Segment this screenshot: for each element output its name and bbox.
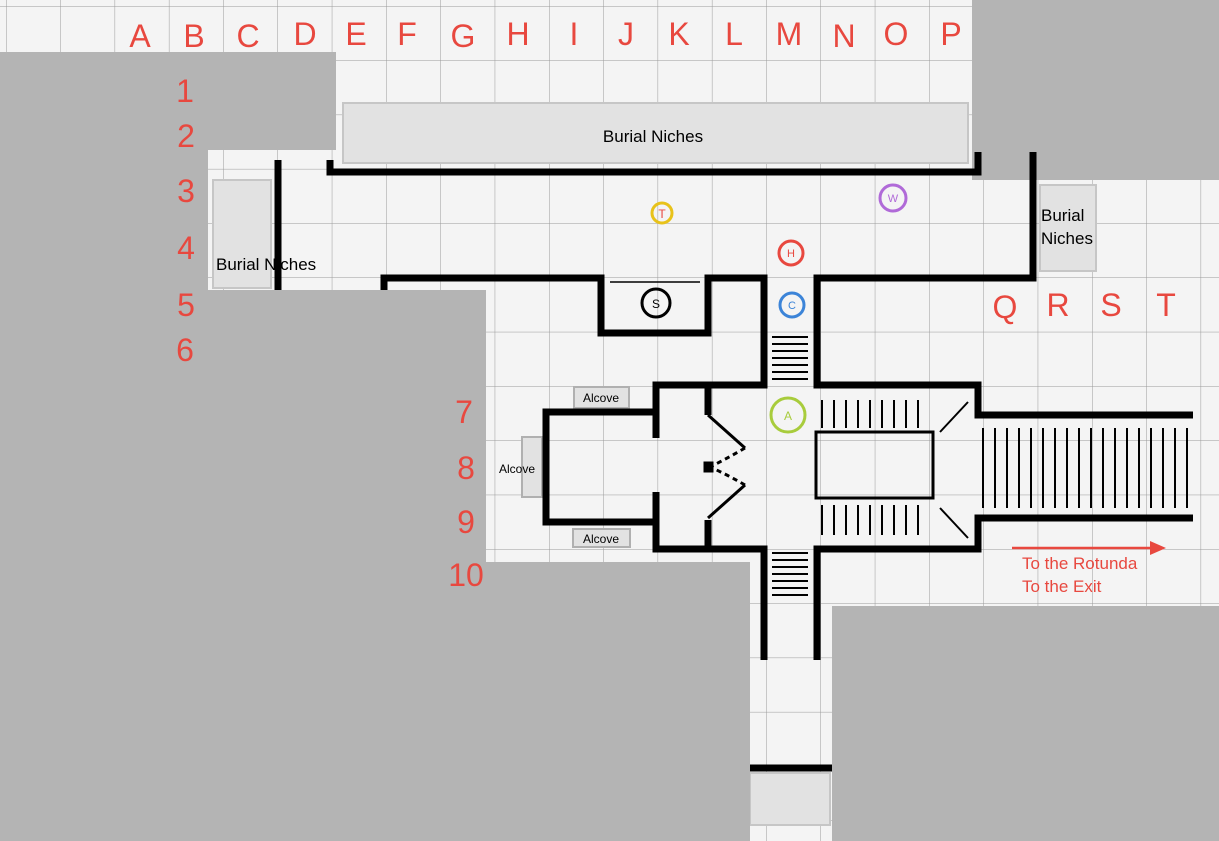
double-door (703, 413, 746, 520)
marker-C: C (778, 291, 806, 319)
col-label-D: D (293, 16, 316, 52)
row-label-2-overlay: 2 (177, 118, 195, 154)
alcove-top-label: Alcove (583, 391, 619, 405)
to-rotunda-label: To the Rotunda (1022, 554, 1138, 573)
col-label-I: I (570, 16, 579, 52)
arrow-to-rotunda (1012, 541, 1166, 555)
col-label-N: N (832, 18, 855, 54)
row-label-4-overlay: 4 (177, 230, 195, 266)
stairs-east-corridor (982, 428, 1188, 508)
row-label-6-overlay: 6 (176, 332, 194, 368)
to-exit-label: To the Exit (1022, 577, 1102, 596)
col-label-O: O (884, 16, 909, 52)
stairs-south (772, 552, 808, 596)
alcove-bottom-label: Alcove (583, 532, 619, 546)
col-label-K: K (668, 16, 689, 52)
marker-W: W (878, 183, 908, 213)
burial-niches-top-panel (342, 102, 969, 164)
col-label-R: R (1046, 287, 1069, 323)
col-label-J: J (618, 16, 634, 52)
column-labels-right: Q R S T (993, 287, 1176, 325)
marker-S-label: S (652, 297, 660, 311)
walls (274, 152, 1193, 772)
burial-niches-left-label: Burial Niches (216, 255, 316, 274)
row-label-10-overlay: 10 (448, 557, 484, 593)
stairs-north (772, 336, 808, 380)
stairs-east-upper (821, 400, 919, 428)
row-label-9-overlay: 9 (457, 504, 475, 540)
marker-T: T (650, 201, 674, 225)
stairs-east-lower (821, 505, 919, 535)
alcove-left-panel (521, 436, 543, 498)
burial-niches-left-panel (212, 179, 272, 289)
burial-niche-panels (212, 102, 1097, 826)
col-label-S: S (1100, 287, 1121, 323)
col-label-H: H (506, 16, 529, 52)
burial-niches-right-label-2: Niches (1041, 229, 1093, 248)
column-labels-top: A B C D E F G H I J K L M N O P (129, 16, 961, 54)
burial-niches-top-label: Burial Niches (603, 127, 703, 146)
row-label-7-overlay: 7 (455, 394, 473, 430)
burial-niches-right-label-1: Burial (1041, 206, 1084, 225)
marker-H-label: H (787, 248, 795, 260)
col-label-L: L (725, 16, 743, 52)
marker-T-label: T (658, 207, 666, 221)
row-label-5-overlay: 5 (177, 287, 195, 323)
col-label-P: P (940, 16, 961, 52)
col-label-A: A (129, 18, 151, 54)
col-label-T: T (1156, 287, 1176, 323)
corridor-diagonals (939, 401, 969, 539)
marker-H: H (777, 239, 805, 267)
col-label-Q: Q (993, 289, 1018, 325)
marker-S: S (640, 287, 672, 319)
alcove-top-panel (573, 386, 630, 409)
row-labels-overlay: 1 2 3 4 5 6 7 8 9 10 (176, 73, 484, 593)
alcove-left-label: Alcove (499, 462, 535, 476)
col-label-M: M (776, 16, 803, 52)
burial-niches-bottom-panel (749, 772, 831, 826)
col-label-F: F (397, 16, 417, 52)
row-label-8-overlay: 8 (457, 450, 475, 486)
marker-W-label: W (888, 193, 899, 205)
row-label-1-overlay: 1 (176, 73, 194, 109)
col-label-C: C (236, 18, 259, 54)
row-label-3-overlay: 3 (177, 173, 195, 209)
marker-A-label: A (784, 409, 792, 423)
marker-C-label: C (788, 300, 796, 312)
burial-niches-right-panel (1039, 184, 1097, 272)
alcove-bottom-panel (572, 528, 631, 548)
col-label-B: B (183, 18, 204, 54)
col-label-G: G (451, 18, 476, 54)
marker-A: A (769, 396, 807, 434)
col-label-E: E (345, 16, 366, 52)
